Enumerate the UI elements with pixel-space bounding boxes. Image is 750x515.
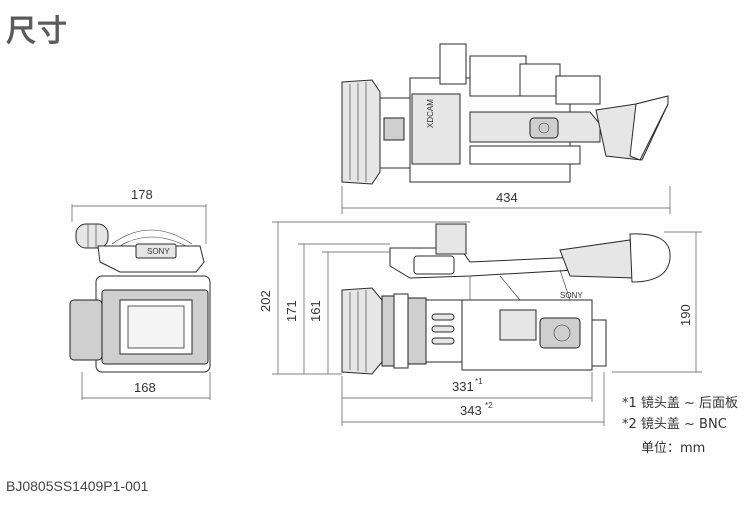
dim-front-width-label: 178 (131, 187, 153, 202)
dim-front-base-label: 168 (134, 380, 156, 395)
side-lens-hood (341, 287, 383, 375)
top-label-text: XDCAM (426, 99, 435, 128)
note-lens-cap-to-bnc: *2 镜头盖 ~ BNC (622, 417, 727, 432)
dim-length-343-mark: *2 (485, 401, 493, 410)
dim-front-base: 168 (81, 372, 211, 400)
dim-height-190: 190 (612, 231, 702, 373)
dim-height-202: 202 (258, 221, 470, 375)
dim-length-343-label: 343 (460, 403, 482, 418)
dim-length-343: 343 *2 (342, 372, 605, 426)
dim-height-171: 171 (284, 243, 390, 374)
front-handle (97, 245, 205, 273)
dim-length-331-label: 331 (452, 379, 474, 394)
dim-top-length: 434 (341, 186, 671, 214)
dim-length-331-mark: *1 (475, 377, 483, 386)
dim-height-161: 161 (308, 251, 390, 374)
page-title: 尺寸 (6, 14, 68, 49)
document-code: BJ0805SS1409P1-001 (6, 478, 149, 494)
dim-height-161-label: 161 (308, 300, 323, 322)
dim-top-length-label: 434 (496, 190, 518, 205)
camera-top-view: XDCAM (341, 43, 669, 185)
dim-front-width: 178 (71, 187, 207, 244)
side-eyecup (629, 233, 671, 283)
unit-label: 单位：mm (641, 441, 706, 456)
side-brand-label: SONY (560, 291, 583, 300)
camera-front-view: SONY (69, 223, 211, 373)
note-lens-cap-to-rear-panel: *1 镜头盖 ~ 后面板 (622, 396, 739, 411)
side-viewfinder (559, 239, 637, 279)
front-brand-label: SONY (147, 247, 170, 256)
top-lens-hood (341, 79, 381, 185)
dim-height-190-label: 190 (678, 304, 693, 326)
dim-height-202-label: 202 (258, 290, 273, 312)
dim-height-171-label: 171 (284, 300, 299, 322)
dim-length-331: 331 *1 (341, 372, 593, 426)
camera-side-view: SONY (341, 223, 671, 375)
